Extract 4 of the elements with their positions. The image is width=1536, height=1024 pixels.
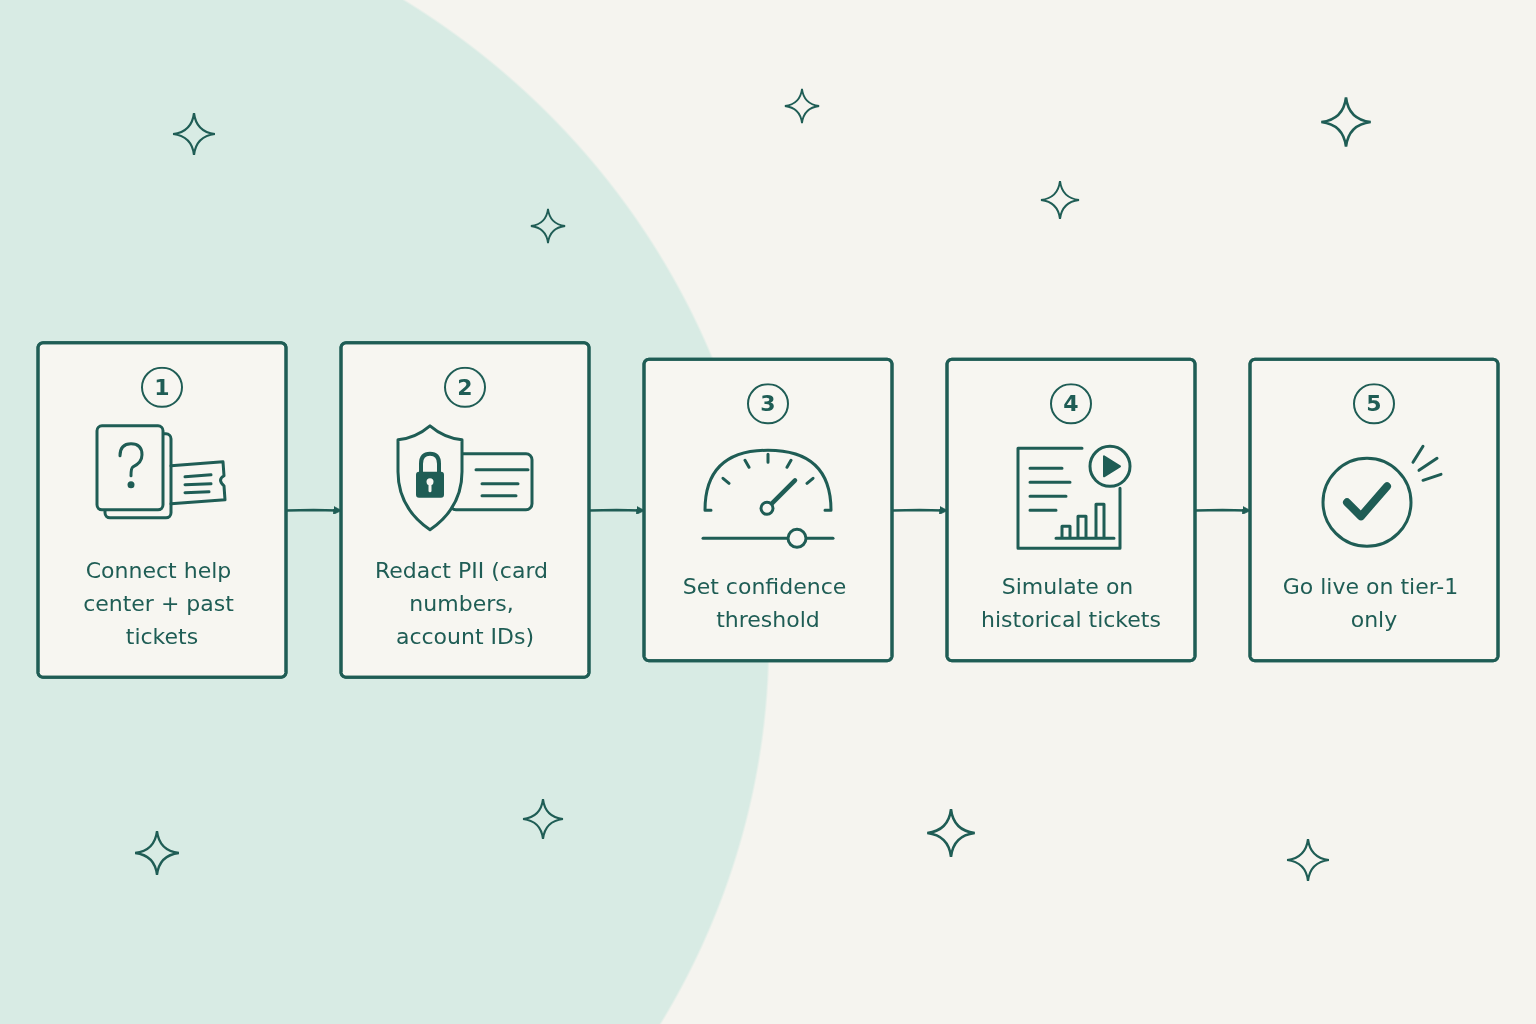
arrow — [286, 505, 342, 515]
arrow — [589, 505, 645, 515]
arrow — [892, 505, 948, 515]
arrow — [1195, 505, 1251, 515]
